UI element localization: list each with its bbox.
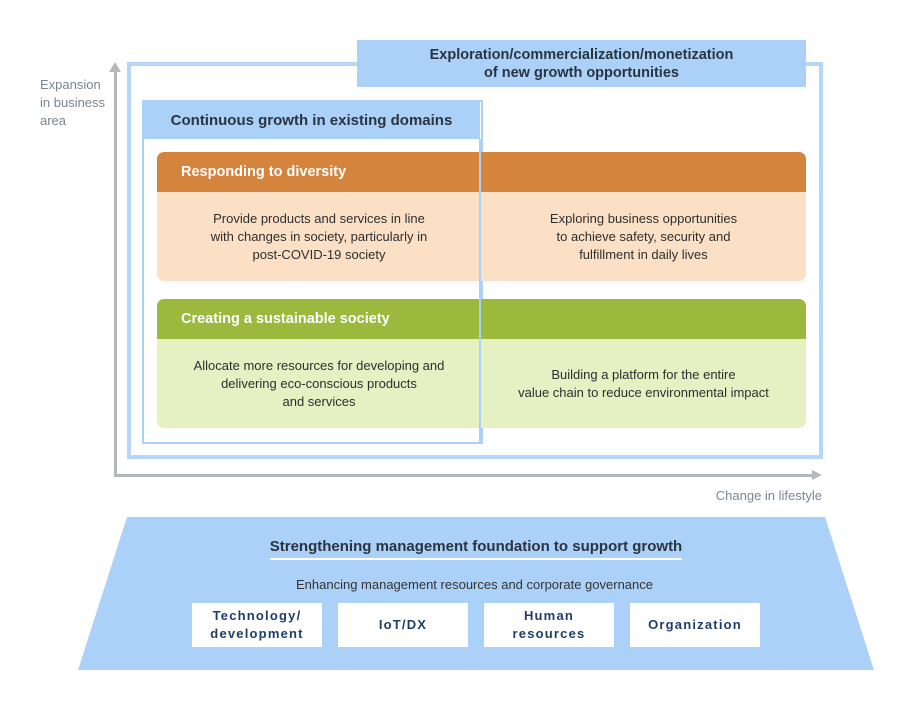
pillar-technology-development: Technology/ development [192, 603, 322, 647]
y-axis-arrow-icon [109, 62, 121, 72]
text-line: post-COVID-19 society [252, 246, 386, 262]
y-axis-label: Expansion in business area [40, 77, 106, 128]
existing-domains-divider [479, 139, 481, 442]
text-line: Allocate more resources for developing a… [193, 357, 445, 373]
text-line: to achieve safety, security and [556, 228, 731, 244]
text-line: Exploring business opportunities [549, 210, 738, 226]
new-growth-title-line1: Exploration/commercialization/monetizati… [429, 46, 734, 63]
new-growth-header: Exploration/commercialization/monetizati… [357, 40, 806, 87]
existing-domains-title: Continuous growth in existing domains [170, 111, 453, 129]
pillar-label: Human [523, 608, 575, 623]
y-axis-line [114, 70, 117, 477]
text-line: fulfillment in daily lives [579, 246, 708, 262]
foundation-title-text: Strengthening management foundation to s… [269, 538, 683, 560]
pillar-human-resources: Human resources [484, 603, 614, 647]
band-header: Creating a sustainable society [157, 299, 806, 339]
band-sustainable-society: Creating a sustainable society Allocate … [157, 299, 806, 428]
text-line: delivering eco-conscious products [221, 375, 417, 391]
band-title: Responding to diversity [181, 164, 347, 180]
pillar-label: Organization [648, 617, 742, 632]
text-line: and services [282, 393, 356, 409]
text-line: Provide products and services in line [213, 210, 425, 226]
band-existing-domain-text: Provide products and services in line wi… [157, 192, 481, 281]
x-axis-arrow-icon [812, 470, 822, 480]
text-line: with changes in society, particularly in [210, 228, 428, 244]
band-header: Responding to diversity [157, 152, 806, 192]
text-line: Building a platform for the entire [551, 366, 736, 382]
band-body: Provide products and services in line wi… [157, 192, 806, 281]
x-axis-label: Change in lifestyle [715, 488, 822, 503]
band-title: Creating a sustainable society [181, 311, 390, 327]
existing-domains-header: Continuous growth in existing domains [143, 101, 480, 139]
new-growth-title-line2: of new growth opportunities [484, 64, 679, 81]
pillar-label: resources [512, 626, 586, 641]
pillar-label: development [210, 626, 304, 641]
foundation-title: Strengthening management foundation to s… [0, 538, 912, 560]
pillar-label: IoT/DX [378, 617, 428, 632]
band-responding-to-diversity: Responding to diversity Provide products… [157, 152, 806, 281]
text-line: value chain to reduce environmental impa… [518, 384, 769, 400]
band-body: Allocate more resources for developing a… [157, 339, 806, 428]
pillar-label: Technology/ [212, 608, 302, 623]
band-existing-domain-text: Allocate more resources for developing a… [157, 339, 481, 428]
x-axis-line [114, 474, 814, 477]
foundation-subtitle: Enhancing management resources and corpo… [295, 577, 653, 592]
pillar-organization: Organization [630, 603, 760, 647]
band-new-growth-text: Building a platform for the entire value… [481, 339, 806, 428]
pillar-iot-dx: IoT/DX [338, 603, 468, 647]
band-new-growth-text: Exploring business opportunities to achi… [481, 192, 806, 281]
